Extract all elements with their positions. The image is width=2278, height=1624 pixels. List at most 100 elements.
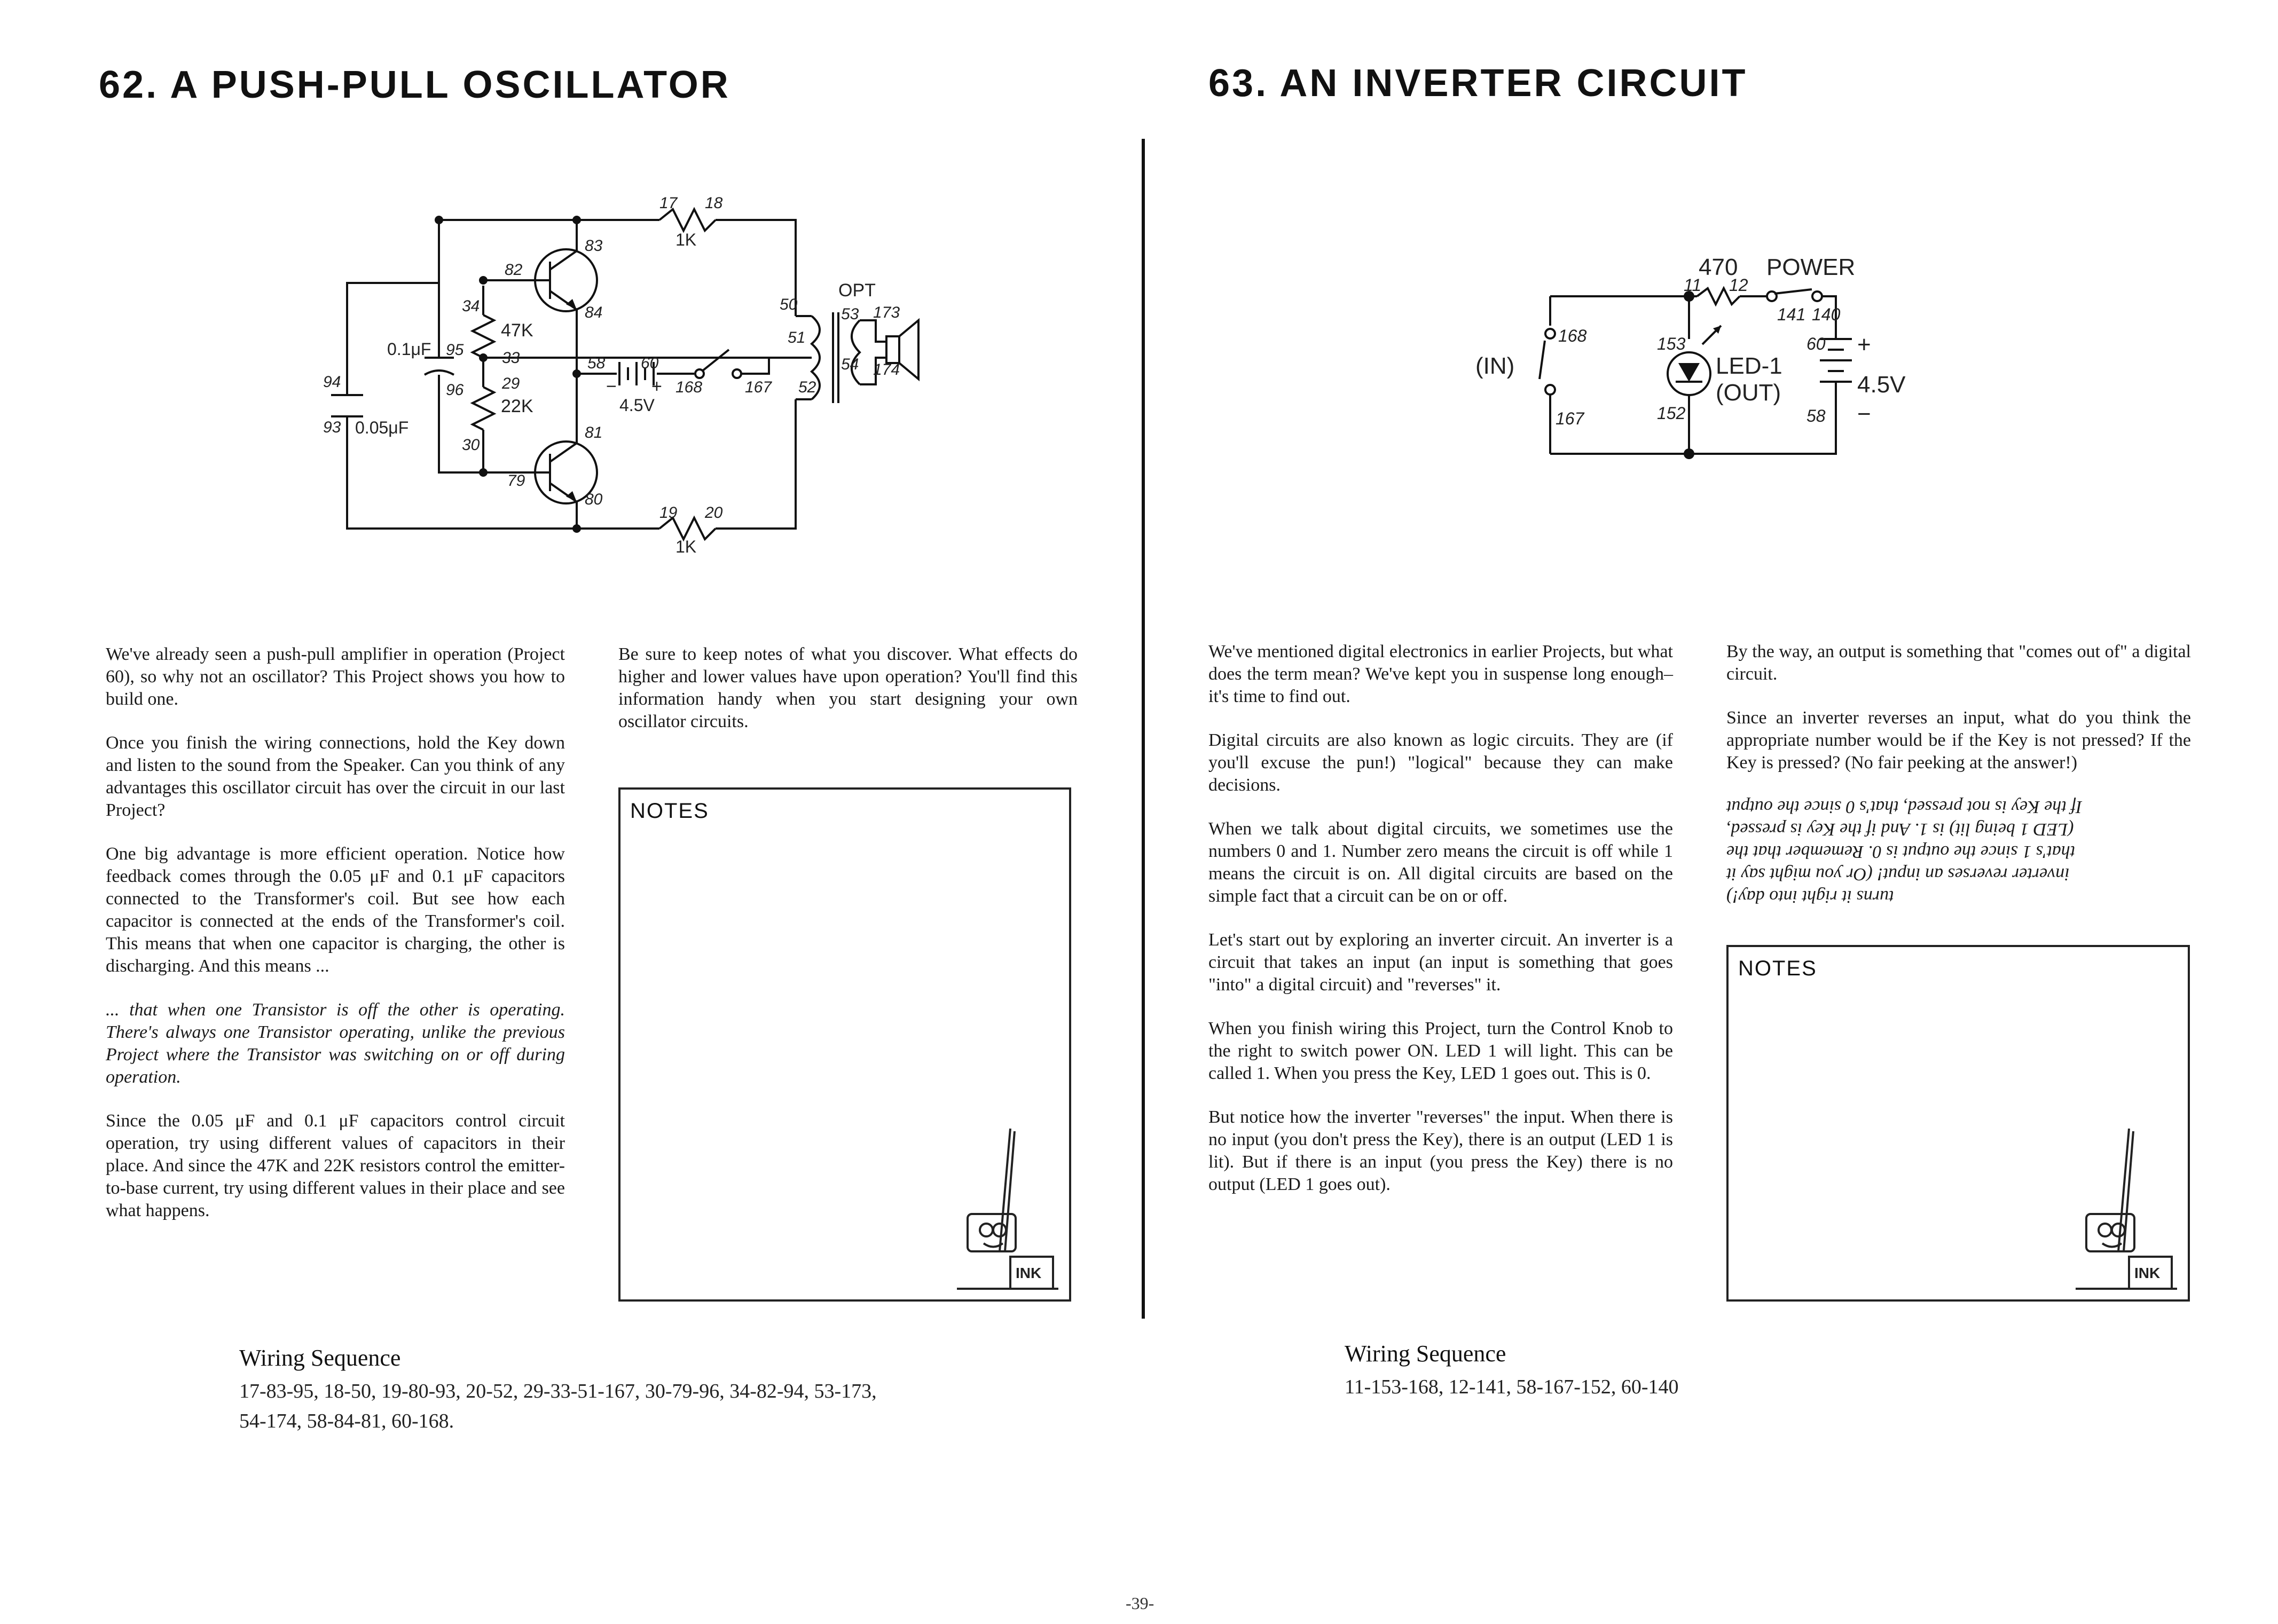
c1-terminal-96: 96	[446, 381, 464, 399]
paragraph: Be sure to keep notes of what you discov…	[618, 644, 1078, 731]
resistor-value: 470	[1699, 254, 1738, 280]
wiring-sequence-line-2: 54-174, 58-84-81, 60-168.	[239, 1410, 454, 1432]
power-terminal-141: 141	[1777, 305, 1805, 324]
project-63-title: 63. AN INVERTER CIRCUIT	[1208, 62, 1748, 105]
c1-value: 0.1μF	[387, 340, 431, 359]
transformer-terminal-53: 53	[841, 305, 859, 323]
battery-value: 4.5V	[619, 396, 655, 415]
r4-terminal-29: 29	[501, 375, 520, 392]
paragraph: When you finish wiring this Project, tur…	[1208, 1019, 1673, 1083]
r2-terminal-20: 20	[704, 504, 723, 522]
led-label: LED-1	[1716, 353, 1782, 379]
r1-terminal-17: 17	[659, 194, 678, 212]
answer-line: that's 1 since the output is 0. Remember…	[1726, 842, 2076, 862]
battery-minus-sign: −	[606, 376, 617, 397]
c2-value: 0.05μF	[355, 418, 409, 437]
r3-value: 47K	[501, 320, 533, 341]
r1-terminal-18: 18	[705, 194, 723, 212]
project-62-column-2: Be sure to keep notes of what you discov…	[618, 643, 1078, 754]
transformer-terminal-54: 54	[841, 356, 859, 373]
key-terminal-167: 167	[1556, 409, 1585, 428]
paragraph: When we talk about digital circuits, we …	[1208, 819, 1673, 906]
project-62-column-1: We've already seen a push-pull amplifier…	[106, 643, 565, 1243]
paragraph: Digital circuits are also known as logic…	[1208, 730, 1673, 795]
battery-plus-sign: +	[651, 376, 662, 397]
input-label: (IN)	[1475, 353, 1514, 379]
r2-value: 1K	[675, 537, 696, 556]
answer-line: turns it right into day!)	[1726, 887, 1894, 906]
transformer-terminal-51: 51	[788, 329, 805, 346]
notes-box[interactable]: NOTES INK	[1726, 945, 2190, 1302]
speaker-terminal-174: 174	[873, 361, 900, 379]
r1-value: 1K	[675, 230, 696, 249]
paragraph: One big advantage is more efficient oper…	[106, 844, 565, 976]
transformer-terminal-52: 52	[798, 379, 816, 396]
q2-base-79: 79	[507, 472, 525, 490]
answer-line: inverter reverses an input! (Or you migh…	[1726, 864, 2070, 884]
paragraph: Once you finish the wiring connections, …	[106, 733, 565, 820]
transformer-terminal-50: 50	[780, 296, 798, 313]
left-page: 62. A PUSH-PULL OSCILLATOR	[99, 64, 1078, 1432]
q2-emitter-81: 81	[585, 424, 602, 442]
project-63-column-1: We've mentioned digital electronics in e…	[1208, 641, 1673, 1217]
q1-emitter-84: 84	[585, 304, 602, 321]
right-page: 63. AN INVERTER CIRCUIT	[1139, 0, 2278, 1624]
answer-line: If the Key is not pressed, that's 0 sinc…	[1726, 797, 2083, 817]
battery-terminal-58: 58	[587, 354, 606, 372]
power-switch-label: POWER	[1766, 254, 1855, 280]
r2-terminal-19: 19	[659, 504, 678, 522]
paragraph: ... that when one Transistor is off the …	[106, 1000, 565, 1087]
led-terminal-152: 152	[1657, 404, 1686, 423]
project-63-column-2: By the way, an output is something that …	[1726, 641, 2191, 908]
c1-terminal-95: 95	[446, 341, 464, 359]
answer-line: (LED 1 being lit) is 1. And if the Key i…	[1726, 819, 2074, 839]
notes-label: NOTES	[630, 799, 709, 823]
q1-base-82: 82	[505, 261, 523, 279]
push-pull-schematic: 17 18 1K 19 20 1K 0.1μF 95 96 94 93 0.05…	[323, 194, 920, 556]
paragraph: Let's start out by exploring an inverter…	[1208, 930, 1673, 995]
key-terminal-168: 168	[1558, 326, 1587, 345]
svg-text:INK: INK	[1016, 1265, 1041, 1281]
paragraph: Since an inverter reverses an input, wha…	[1726, 708, 2191, 772]
project-62-title: 62. A PUSH-PULL OSCILLATOR	[99, 64, 730, 106]
page-number: -39-	[1126, 1594, 1154, 1613]
c2-terminal-93: 93	[323, 419, 341, 436]
wiring-sequence-line-1: 11-153-168, 12-141, 58-167-152, 60-140	[1345, 1376, 1679, 1398]
battery-terminal-60: 60	[1806, 334, 1826, 353]
battery-value: 4.5V	[1857, 372, 1906, 398]
ink-mascot-icon: INK	[2076, 1128, 2177, 1290]
wiring-sequence-title: Wiring Sequence	[1345, 1341, 1506, 1367]
r3-terminal-34: 34	[462, 297, 480, 315]
notes-box[interactable]: NOTES INK	[618, 787, 1071, 1302]
led-terminal-153: 153	[1657, 334, 1686, 353]
output-label: (OUT)	[1716, 380, 1781, 406]
svg-text:INK: INK	[2134, 1265, 2160, 1281]
q1-collector-83: 83	[585, 237, 603, 255]
upside-down-answer: turns it right into day!) inverter rever…	[1726, 795, 2191, 908]
resistor-terminal-11: 11	[1684, 275, 1701, 295]
r3-terminal-33: 33	[502, 349, 520, 367]
page-divider	[1142, 139, 1145, 1319]
c2-terminal-94: 94	[323, 373, 341, 391]
wiring-sequence-title: Wiring Sequence	[239, 1345, 401, 1371]
paragraph: But notice how the inverter "reverses" t…	[1208, 1107, 1673, 1194]
paragraph: By the way, an output is something that …	[1726, 642, 2191, 684]
power-terminal-140: 140	[1812, 305, 1841, 324]
resistor-terminal-12: 12	[1729, 275, 1748, 295]
battery-terminal-58: 58	[1806, 406, 1826, 425]
inverter-schematic: 470 11 12 POWER 141 140 (IN) 168 167 153…	[1475, 254, 1906, 459]
wiring-sequence-line-1: 17-83-95, 18-50, 19-80-93, 20-52, 29-33-…	[239, 1380, 877, 1402]
paragraph: Since the 0.05 μF and 0.1 μF capacitors …	[106, 1111, 565, 1220]
battery-terminal-60: 60	[641, 354, 659, 372]
ink-mascot-icon: INK	[957, 1128, 1058, 1290]
r4-terminal-30: 30	[462, 436, 480, 454]
battery-plus-sign: +	[1857, 332, 1871, 358]
speaker-terminal-173: 173	[873, 304, 900, 321]
r4-value: 22K	[501, 396, 533, 416]
paragraph: We've mentioned digital electronics in e…	[1208, 642, 1673, 706]
battery-minus-sign: −	[1857, 401, 1871, 427]
q2-collector-80: 80	[585, 491, 603, 508]
transformer-label: OPT	[838, 280, 876, 301]
key-terminal-168: 168	[675, 379, 702, 396]
paragraph: We've already seen a push-pull amplifier…	[106, 644, 565, 709]
